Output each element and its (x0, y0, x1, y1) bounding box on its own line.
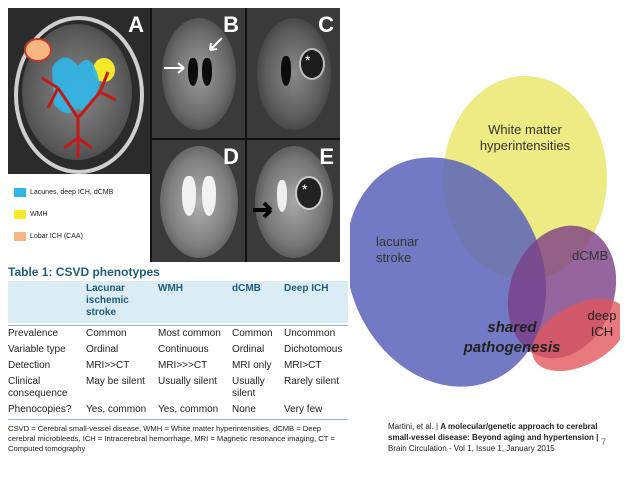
panel-letter-c: C (318, 12, 334, 37)
cell: MRI>>>CT (158, 360, 208, 371)
cell: Ordinal (86, 344, 119, 355)
panel-a-image: A (8, 8, 150, 174)
panel-letter-b: B (223, 12, 239, 37)
legend-label-lacunes: Lacunes, deep ICH, dCMB (30, 189, 114, 196)
row-label: Clinical consequence (8, 376, 68, 399)
venn-label-deep-ich: deep ICH (587, 308, 617, 339)
row-label: Variable type (8, 344, 66, 355)
cell: Continuous (158, 344, 209, 355)
cell: Common (232, 328, 273, 339)
panel-e-image: * E (247, 140, 340, 262)
venn-lacunar-ellipse (350, 157, 546, 387)
panel-letter-a: A (128, 12, 144, 37)
cell: Ordinal (232, 344, 265, 355)
legend-label-wmh: WMH (30, 211, 48, 218)
row-label: Phenocopies? (8, 404, 72, 415)
row-label: Prevalence (8, 328, 59, 339)
venn-diagram: White matter hyperintensities lacunar st… (350, 60, 620, 400)
venn-svg (350, 76, 620, 387)
table-title: Table 1: CSVD phenotypes (8, 265, 160, 279)
citation-prefix: Martini, et al. | (388, 422, 441, 431)
row-label: Detection (8, 360, 51, 371)
cell: Common (86, 328, 127, 339)
cell: Yes, common (86, 404, 147, 415)
legend-label-lobar: Lobar ICH (CAA) (30, 233, 83, 240)
cell: Usually silent (232, 376, 265, 399)
figure-legend: Lacunes, deep ICH, dCMB WMH Lobar ICH (C… (8, 174, 150, 262)
brain-mri-figure: A B * C D * E La (8, 8, 340, 262)
cell: Usually silent (158, 376, 217, 387)
asterisk-e: * (302, 181, 308, 197)
panel-letter-d: D (223, 144, 239, 169)
cell: MRI>CT (284, 360, 322, 371)
cell: MRI>>CT (86, 360, 130, 371)
panel-c-image: * C (247, 8, 340, 138)
legend-swatch-lacunes (14, 188, 26, 197)
header-lacunar: Lacunar ischemic stroke (86, 283, 129, 318)
slide-number: 7 (601, 437, 607, 447)
cell: Rarely silent (284, 376, 340, 387)
panel-d-image: D (152, 140, 245, 262)
legend-swatch-wmh (14, 210, 26, 219)
header-deep-ich: Deep ICH (284, 283, 329, 294)
cell: Most common (158, 328, 221, 339)
panel-letter-e: E (319, 144, 334, 169)
header-dcmb: dCMB (232, 283, 261, 294)
venn-label-lacunar: lacunar stroke (376, 234, 419, 265)
asterisk-c: * (305, 52, 311, 68)
legend-swatch-lobar (14, 232, 26, 241)
citation: Martini, et al. | A molecular/genetic ap… (388, 421, 600, 454)
venn-label-wmh: White matter hyperintensities (479, 122, 571, 153)
cell: Very few (284, 404, 323, 415)
table-header-band (8, 281, 348, 323)
cell: None (232, 404, 256, 415)
citation-source: Brain Circulation - Vol 1, Issue 1, Janu… (388, 444, 555, 453)
cell: Yes, common (158, 404, 219, 415)
citation-title: A molecular/genetic approach to cerebral… (388, 422, 599, 442)
venn-label-shared: shared pathogenesis (463, 319, 561, 356)
venn-deep-ich-ellipse (531, 298, 620, 372)
cell: Dichotomous (284, 344, 343, 355)
panel-b-image: B (152, 8, 245, 138)
header-wmh: WMH (158, 283, 183, 294)
cell: May be silent (86, 376, 145, 387)
table-footnote: CSVD = Cerebral small-vessel disease, WM… (8, 424, 335, 453)
venn-label-dcmb: dCMB (572, 248, 609, 263)
cell: MRI only (232, 360, 272, 371)
cell: Uncommon (284, 328, 336, 339)
